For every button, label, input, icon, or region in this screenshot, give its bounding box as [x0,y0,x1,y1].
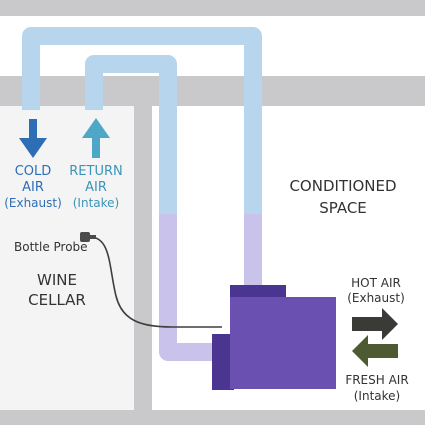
return-air-arrow [82,118,110,158]
cooling-unit-side [212,334,234,390]
wine-cellar-label-line2: CELLAR [28,291,86,309]
hot-air-arrow [352,308,398,340]
cold-air-duct [22,27,262,215]
fresh-air-label: FRESH AIR [345,373,408,387]
wine-cellar-label-line1: WINE [37,271,77,289]
hot-air-label: HOT AIR [351,276,401,290]
floor [0,410,425,425]
ceiling-slab [0,76,425,106]
attic-space [0,16,425,76]
conditioned-space-label-line2: SPACE [319,199,367,217]
return-duct-lower [159,214,222,361]
cold-air-label-line1: COLD [15,164,52,179]
partition-wall [134,106,152,410]
wine-cellar-room [0,106,134,410]
bottle-probe-tip [90,235,96,239]
return-air-duct [85,55,177,215]
cold-air-arrow [19,119,47,158]
hot-air-label-note: (Exhaust) [347,291,405,305]
conditioned-space-label-line1: CONDITIONED [289,177,396,195]
cold-air-label-line2: AIR [22,180,44,195]
return-air-label-line2: AIR [85,180,107,195]
cooling-unit-body [230,297,336,389]
return-air-label-line1: RETURN [69,164,122,179]
fresh-air-arrow [352,335,398,367]
bottle-probe-sensor [80,232,90,242]
return-air-label-note: (Intake) [73,196,119,210]
bottle-probe-cable [89,236,222,328]
ceiling [0,0,425,16]
fresh-air-label-note: (Intake) [354,389,400,403]
bottle-probe-label: Bottle Probe [14,240,88,254]
cold-air-label-note: (Exhaust) [4,196,62,210]
